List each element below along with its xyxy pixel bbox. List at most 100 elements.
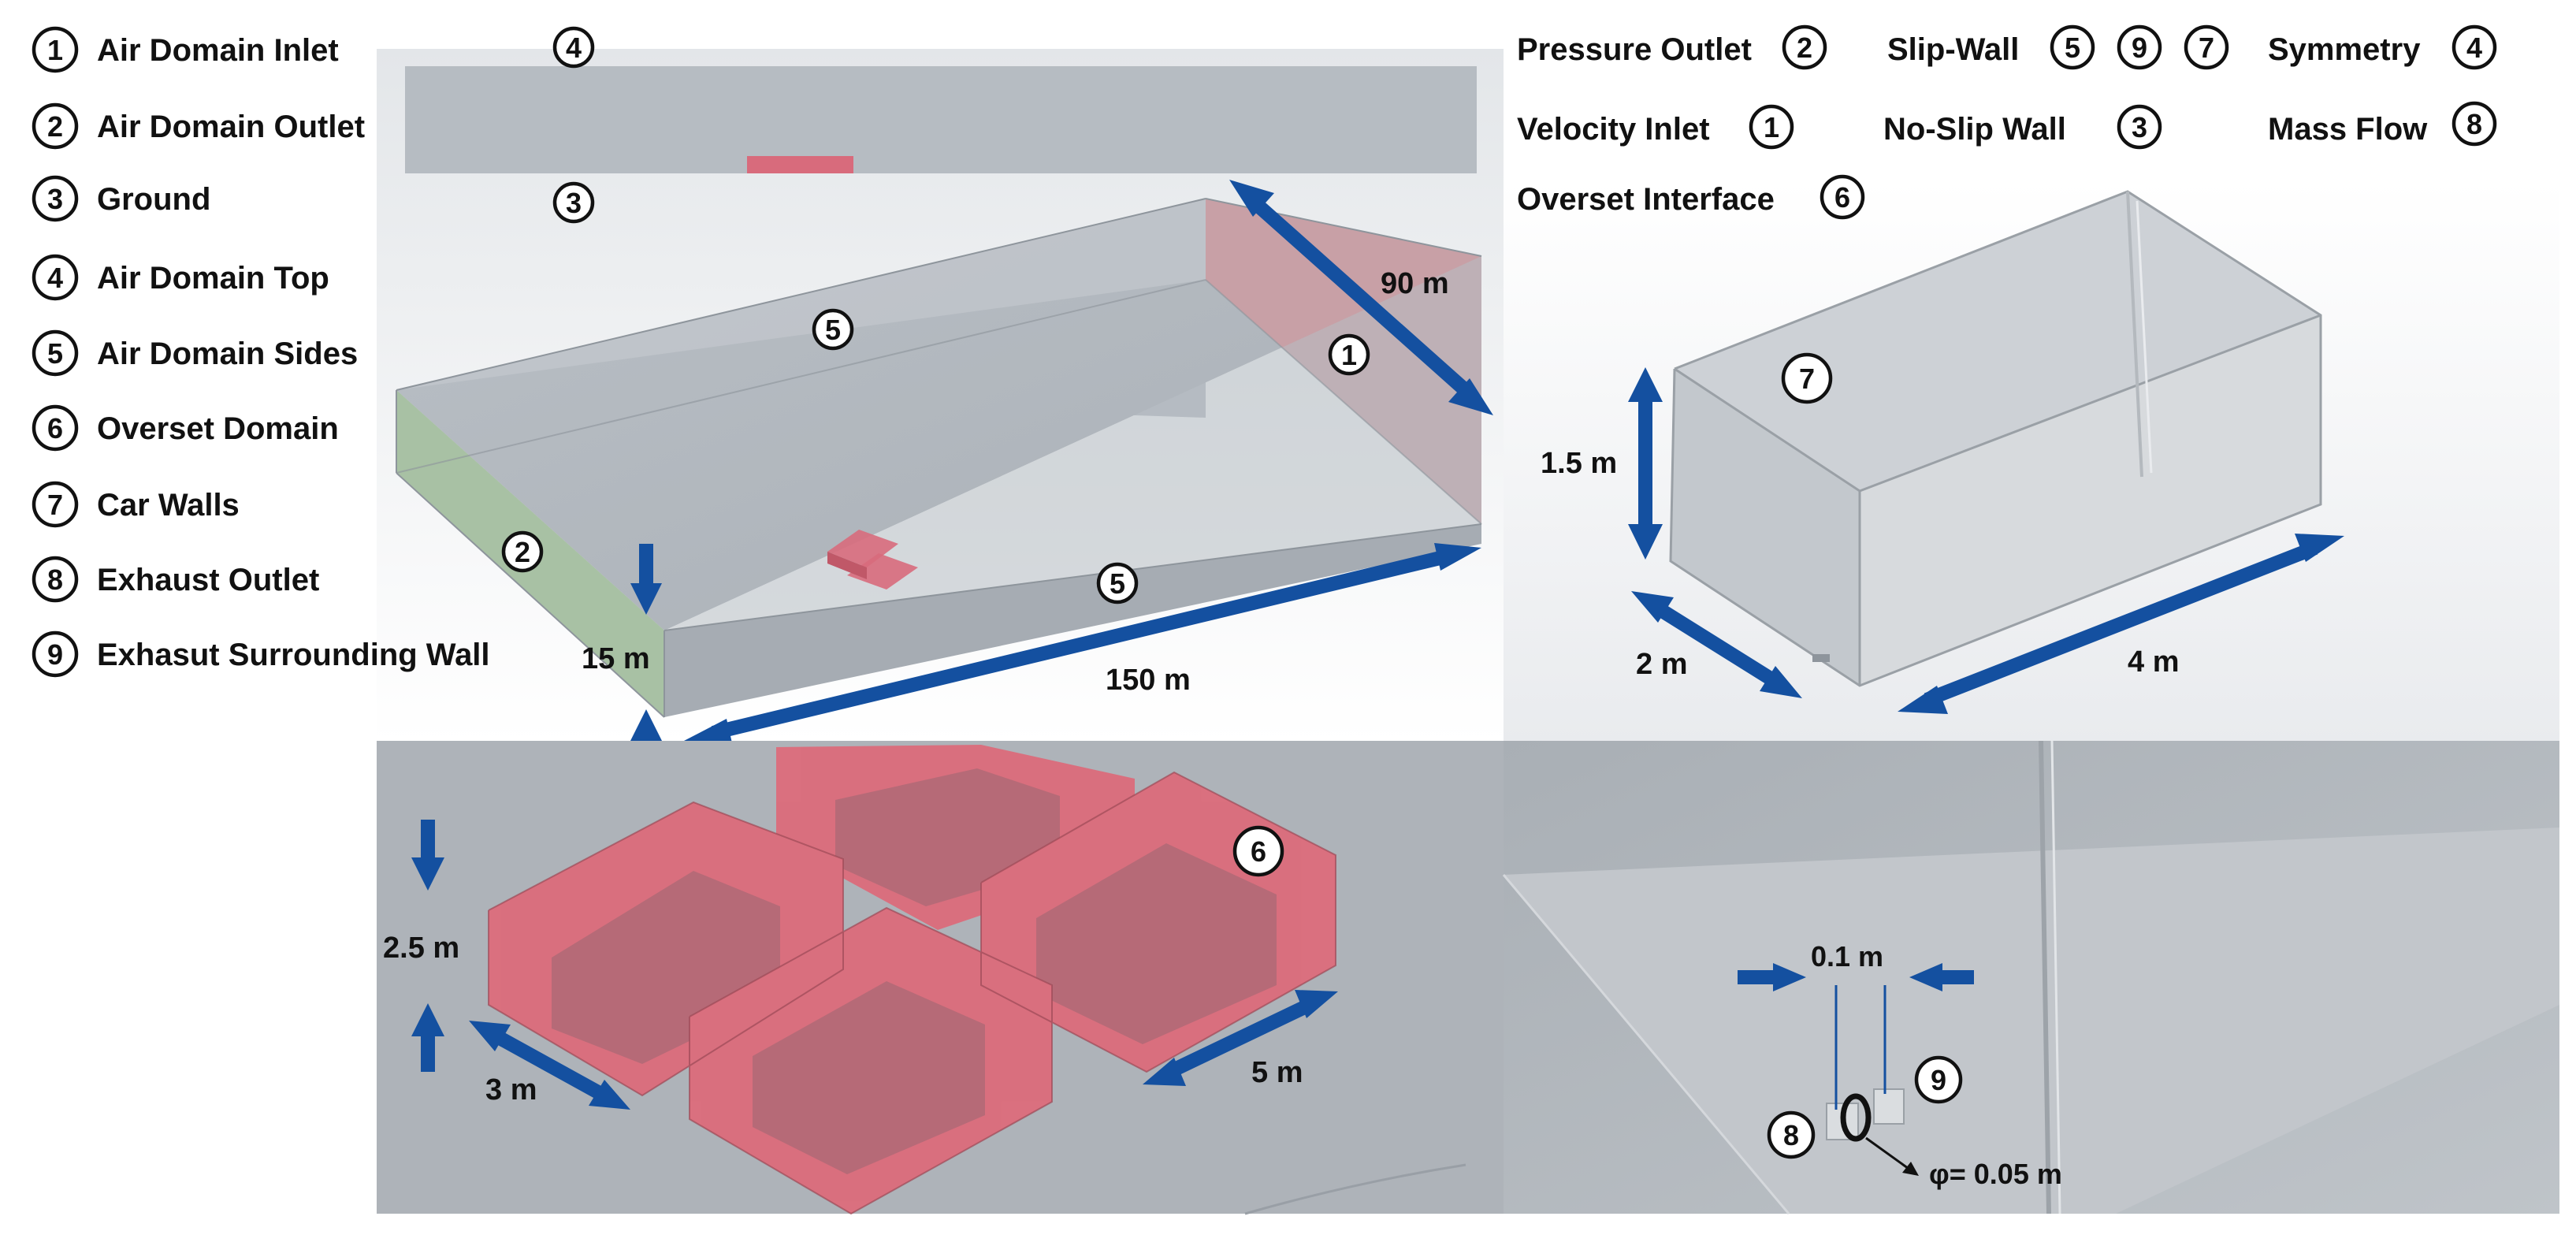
dim-label-car-length: 4 m: [2128, 645, 2179, 679]
svg-text:7: 7: [1799, 363, 1815, 395]
marker-exhaust-outlet: 8: [1767, 1110, 1816, 1159]
legend-number-circle: [32, 404, 79, 452]
svg-text:2: 2: [515, 536, 530, 568]
bc-overset-interface: Overset Interface 6: [1517, 174, 1865, 220]
legend-item: 5 Air Domain Sides: [32, 329, 358, 377]
legend-number: 6: [47, 412, 63, 444]
legend-label: Ground: [97, 182, 210, 217]
dim-label-90m: 90 m: [1381, 267, 1449, 300]
dim-arrow-exhaust-gap: [1738, 963, 1974, 991]
dim-arrow-150m: [684, 543, 1481, 746]
legend-item: 3 Ground: [32, 175, 210, 222]
legend-number-circle: [32, 556, 79, 603]
bc-symmetry-label: Symmetry: [2268, 32, 2421, 67]
legend-label: Car Walls: [97, 488, 240, 523]
legend-item: 9 Exhasut Surrounding Wall: [32, 630, 490, 678]
exhaust-pipe-ring: [1840, 1093, 1872, 1142]
marker-car-walls: 7: [1781, 352, 1833, 404]
legend-number: 5: [47, 337, 63, 370]
legend-number-circle: [32, 254, 79, 301]
dim-arrow-car-width: [1631, 591, 1802, 698]
svg-text:9: 9: [2132, 32, 2147, 64]
marker-overset: 6: [1232, 825, 1284, 877]
legend-item: 7 Car Walls: [32, 481, 240, 528]
dim-arrow-overset-length: [1143, 990, 1338, 1086]
bc-velocity-inlet: Velocity Inlet 1: [1517, 104, 1794, 150]
legend-number-circle: [32, 329, 79, 377]
dim-label-overset-length: 5 m: [1251, 1056, 1303, 1089]
bc-overset-interface-label: Overset Interface: [1517, 182, 1775, 217]
legend-number: 7: [47, 489, 63, 521]
bc-mass-flow-label: Mass Flow: [2268, 112, 2428, 147]
legend-item: 6 Overset Domain: [32, 404, 339, 452]
dim-label-150m: 150 m: [1106, 664, 1191, 697]
legend-item: 4 Air Domain Top: [32, 254, 329, 301]
svg-text:6: 6: [1251, 835, 1266, 868]
legend-number-circle: [32, 102, 79, 150]
legend-item: 8 Exhaust Outlet: [32, 556, 319, 603]
dim-label-car-height: 1.5 m: [1541, 447, 1617, 480]
dim-arrow-overset-height: [411, 820, 444, 1072]
marker-exhaust-wall: 9: [1914, 1055, 1963, 1104]
overset-domain-small: [827, 530, 918, 590]
legend-label: Overset Domain: [97, 411, 339, 446]
domain-ground-surface: [396, 199, 1481, 630]
legend-label: Exhaust Outlet: [97, 563, 319, 597]
bc-no-slip-wall: No-Slip Wall 3: [1883, 104, 2162, 150]
bc-slip-wall: Slip-Wall 5 9 7: [1887, 24, 2229, 70]
dim-label-exhaust-diameter: φ= 0.05 m: [1929, 1158, 2062, 1190]
svg-text:1: 1: [1341, 339, 1357, 371]
legend-number-circle: [32, 481, 79, 528]
dim-label-15m: 15 m: [582, 642, 650, 675]
legend-number-circle: [32, 175, 79, 222]
svg-text:6: 6: [1834, 181, 1850, 214]
svg-text:3: 3: [2132, 111, 2147, 143]
svg-text:9: 9: [1931, 1064, 1946, 1096]
legend-number: 9: [47, 638, 63, 671]
car-underbody-surface: [1504, 828, 2559, 1214]
domain-top-view-strip: [405, 66, 1477, 173]
svg-text:8: 8: [2466, 108, 2482, 140]
bc-velocity-inlet-label: Velocity Inlet: [1517, 112, 1710, 147]
svg-text:5: 5: [1110, 567, 1125, 600]
legend-item: 1 Air Domain Inlet: [32, 26, 339, 73]
bc-slip-wall-label: Slip-Wall: [1887, 32, 2019, 67]
car-side-face: [1860, 315, 2321, 686]
marker-side-far: 5: [812, 308, 854, 351]
legend-label: Air Domain Inlet: [97, 33, 339, 68]
svg-text:1: 1: [1764, 111, 1779, 143]
legend-number: 8: [47, 563, 63, 596]
bc-mass-flow: Mass Flow 8: [2268, 101, 2497, 147]
exhaust-view: 0.1 m φ= 0.05 m 8 9: [1502, 740, 2559, 1214]
dim-label-exhaust-gap: 0.1 m: [1811, 940, 1883, 973]
domain-near-edge: [664, 524, 1481, 717]
bc-pressure-outlet: Pressure Outlet 2: [1517, 24, 1827, 70]
svg-text:7: 7: [2199, 32, 2214, 64]
legend-label: Air Domain Top: [97, 261, 329, 296]
svg-text:2: 2: [1797, 32, 1812, 64]
marker-top: 4: [552, 26, 595, 69]
marker-inlet: 1: [1328, 333, 1370, 376]
overset-view: 2.5 m 3 m 5 m 6: [377, 741, 1504, 1215]
legend-number: 4: [47, 262, 63, 294]
marker-side-near: 5: [1096, 562, 1139, 604]
legend-number: 2: [47, 110, 63, 143]
dim-label-overset-width: 3 m: [485, 1073, 537, 1107]
bc-symmetry: Symmetry 4: [2268, 24, 2497, 70]
overset-top-view-marker: [747, 156, 853, 173]
car-top-face: [1675, 192, 2321, 491]
bc-no-slip-wall-label: No-Slip Wall: [1883, 112, 2066, 147]
svg-text:8: 8: [1783, 1119, 1799, 1151]
svg-text:5: 5: [825, 314, 841, 346]
dim-arrow-car-length: [1898, 534, 2344, 714]
legend-label: Air Domain Outlet: [97, 110, 365, 144]
svg-text:4: 4: [2466, 32, 2482, 64]
legend-number: 3: [47, 183, 63, 215]
legend-number-circle: [32, 26, 79, 73]
legend-label: Exhasut Surrounding Wall: [97, 638, 490, 672]
legend: 1 Air Domain Inlet 2 Air Domain Outlet 3 Grou…: [32, 26, 490, 678]
air-domain-view: 90 m 150 m 15 m 4 3 5: [377, 26, 1504, 768]
legend-number: 1: [47, 34, 63, 66]
legend-label: Air Domain Sides: [97, 337, 358, 371]
